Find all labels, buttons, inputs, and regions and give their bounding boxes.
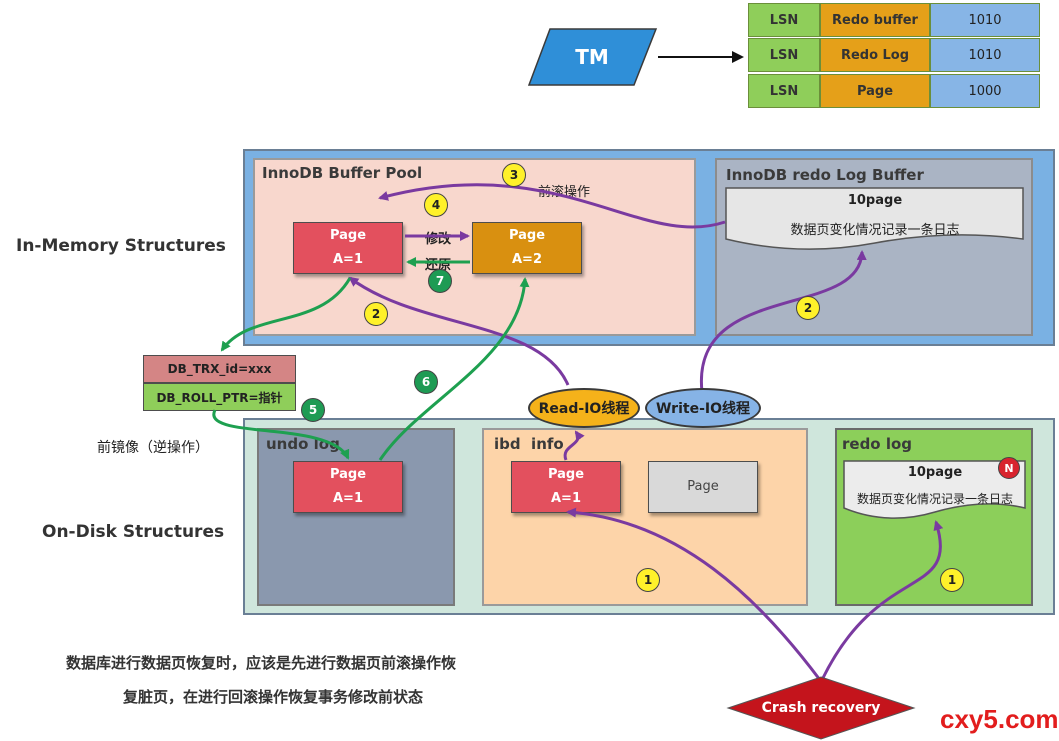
in-memory-label: In-Memory Structures [16, 236, 226, 256]
page-value: A=1 [333, 252, 363, 267]
write-io-thread: Write-IO线程 [645, 388, 761, 428]
tm-lsn-cell: LSN [748, 38, 820, 72]
step-2-badge: 2 [796, 296, 820, 320]
db-roll-ptr-field: DB_ROLL_PTR=指针 [143, 383, 296, 411]
page-title: Page [547, 467, 585, 482]
step-2-badge: 2 [364, 302, 388, 326]
undo-log-title: undo log [266, 435, 340, 453]
crash-recovery-label: Crash recovery [761, 700, 881, 716]
step-3-badge: 3 [502, 163, 526, 187]
tm-lsn-cell: LSN [748, 3, 820, 37]
page-value: A=1 [551, 491, 581, 506]
tm-value-cell: 1010 [930, 38, 1040, 72]
tm-label: TM [575, 45, 609, 69]
step-1-badge: 1 [940, 568, 964, 592]
ibd-page-2: Page [648, 461, 758, 513]
redo-buffer-document-shape [725, 187, 1024, 250]
buffer-page-left: Page A=1 [293, 222, 403, 274]
step-5-badge: 5 [301, 398, 325, 422]
tm-name-cell: Redo buffer [820, 3, 930, 37]
page-title: Page [329, 228, 367, 243]
redo-log-buffer-title: InnoDB redo Log Buffer [726, 166, 924, 184]
undo-page: Page A=1 [293, 461, 403, 513]
forward-label: 前滚操作 [538, 185, 591, 200]
step-1-badge: 1 [636, 568, 660, 592]
on-disk-label: On-Disk Structures [42, 522, 225, 542]
page-value: A=1 [333, 491, 363, 506]
db-trx-id-field: DB_TRX_id=xxx [143, 355, 296, 383]
tm-name-cell: Redo Log [820, 38, 930, 72]
redo-buffer-doc-text: 数据页变化情况记录一条日志 [790, 223, 960, 238]
page-value: A=2 [512, 252, 542, 267]
buffer-pool-title: InnoDB Buffer Pool [262, 164, 423, 182]
modify-label: 修改 [425, 232, 452, 247]
step-7-badge: 7 [428, 269, 452, 293]
ibd-page: Page A=1 [511, 461, 621, 513]
page-title: Page [687, 479, 719, 494]
tm-lsn-cell: LSN [748, 74, 820, 108]
note-line-2: 复脏页，在进行回滚操作恢复事务修改前状态 [123, 688, 424, 706]
redo-log-n-badge: N [998, 457, 1020, 479]
page-title: Page [508, 228, 546, 243]
mirror-label: 前镜像（逆操作） [97, 440, 209, 456]
tm-parallelogram [528, 28, 658, 86]
step-6-badge: 6 [414, 370, 438, 394]
buffer-page-right: Page A=2 [472, 222, 582, 274]
crash-recovery-diamond [726, 676, 916, 740]
watermark: cxy5.com [940, 704, 1059, 734]
redo-log-doc-text: 数据页变化情况记录一条日志 [856, 492, 1013, 506]
redo-log-title: redo log [842, 435, 913, 453]
read-io-thread: Read-IO线程 [528, 388, 640, 428]
redo-log-document-shape [843, 460, 1026, 519]
redo-log-doc-title: 10page [907, 465, 963, 480]
undo-log-panel [257, 428, 455, 606]
tm-name-cell: Page [820, 74, 930, 108]
tm-value-cell: 1000 [930, 74, 1040, 108]
tm-value-cell: 1010 [930, 3, 1040, 37]
note-line-1: 数据库进行数据页恢复时，应该是先进行数据页前滚操作恢 [66, 654, 457, 672]
ibd-title: ibd info [494, 435, 564, 453]
page-title: Page [329, 467, 367, 482]
step-4-badge: 4 [424, 193, 448, 217]
redo-buffer-doc-title: 10page [847, 193, 903, 208]
